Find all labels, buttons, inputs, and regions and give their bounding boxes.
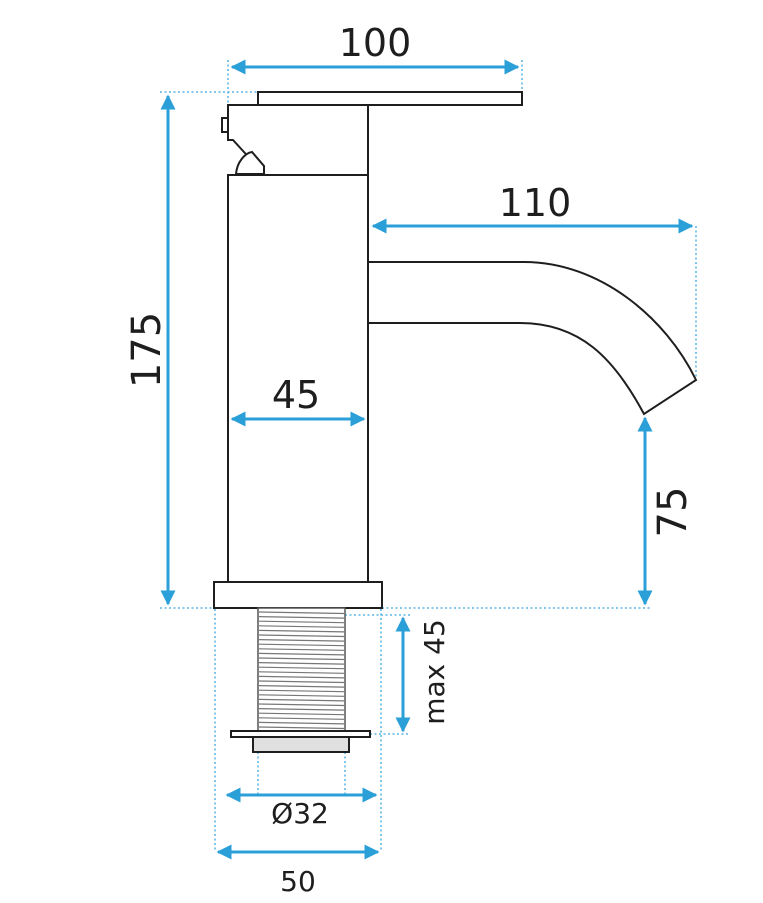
- thread-ridge: [258, 652, 345, 656]
- thread-ridge: [258, 666, 345, 670]
- label-handle-width: 100: [339, 21, 412, 65]
- label-spout-height: 75: [650, 487, 696, 538]
- label-spout-reach: 110: [499, 181, 572, 225]
- dimension-labels: 100 110 45 175 75 max 45 Ø32 50: [124, 21, 696, 898]
- thread-ridge: [258, 671, 345, 674]
- thread-ridge: [258, 675, 345, 679]
- lever-handle: [257, 91, 523, 106]
- thread-lines: [258, 611, 345, 730]
- faucet-outline: [213, 91, 698, 753]
- thread-ridge: [258, 712, 345, 716]
- thread-ridge: [258, 643, 345, 647]
- handle-pivot: [234, 150, 265, 175]
- thread-ridge: [258, 662, 345, 665]
- thread-ridge: [258, 717, 345, 720]
- thread-ridge: [258, 611, 345, 615]
- dimension-lines: [160, 59, 694, 860]
- thread-ridge: [258, 639, 345, 642]
- base-plate: [213, 581, 383, 609]
- thread-ridge: [258, 685, 345, 688]
- thread-ridge: [258, 694, 345, 697]
- mounting-nut: [252, 736, 350, 753]
- label-max-mount-thickness: max 45: [418, 619, 451, 725]
- thread-ridge: [258, 657, 345, 661]
- thread-ridge: [258, 721, 345, 725]
- thread-ridge: [258, 648, 345, 651]
- handle-button: [221, 117, 229, 133]
- thread-ridge: [258, 680, 345, 684]
- thread-ridge: [258, 726, 345, 730]
- thread-ridge: [258, 625, 345, 628]
- threaded-shank: [257, 607, 346, 733]
- thread-ridge: [258, 620, 345, 624]
- thread-ridge: [258, 703, 345, 707]
- spout: [369, 261, 698, 416]
- faucet-body: [227, 174, 369, 583]
- label-body-width: 45: [272, 373, 320, 417]
- thread-ridge: [258, 708, 345, 711]
- label-base-width: 50: [280, 865, 316, 898]
- label-thread-diameter: Ø32: [271, 797, 329, 830]
- thread-ridge: [258, 634, 345, 638]
- thread-ridge: [258, 689, 345, 693]
- thread-ridge: [258, 616, 345, 619]
- label-total-height: 175: [124, 312, 170, 388]
- thread-ridge: [258, 698, 345, 702]
- thread-ridge: [258, 629, 345, 633]
